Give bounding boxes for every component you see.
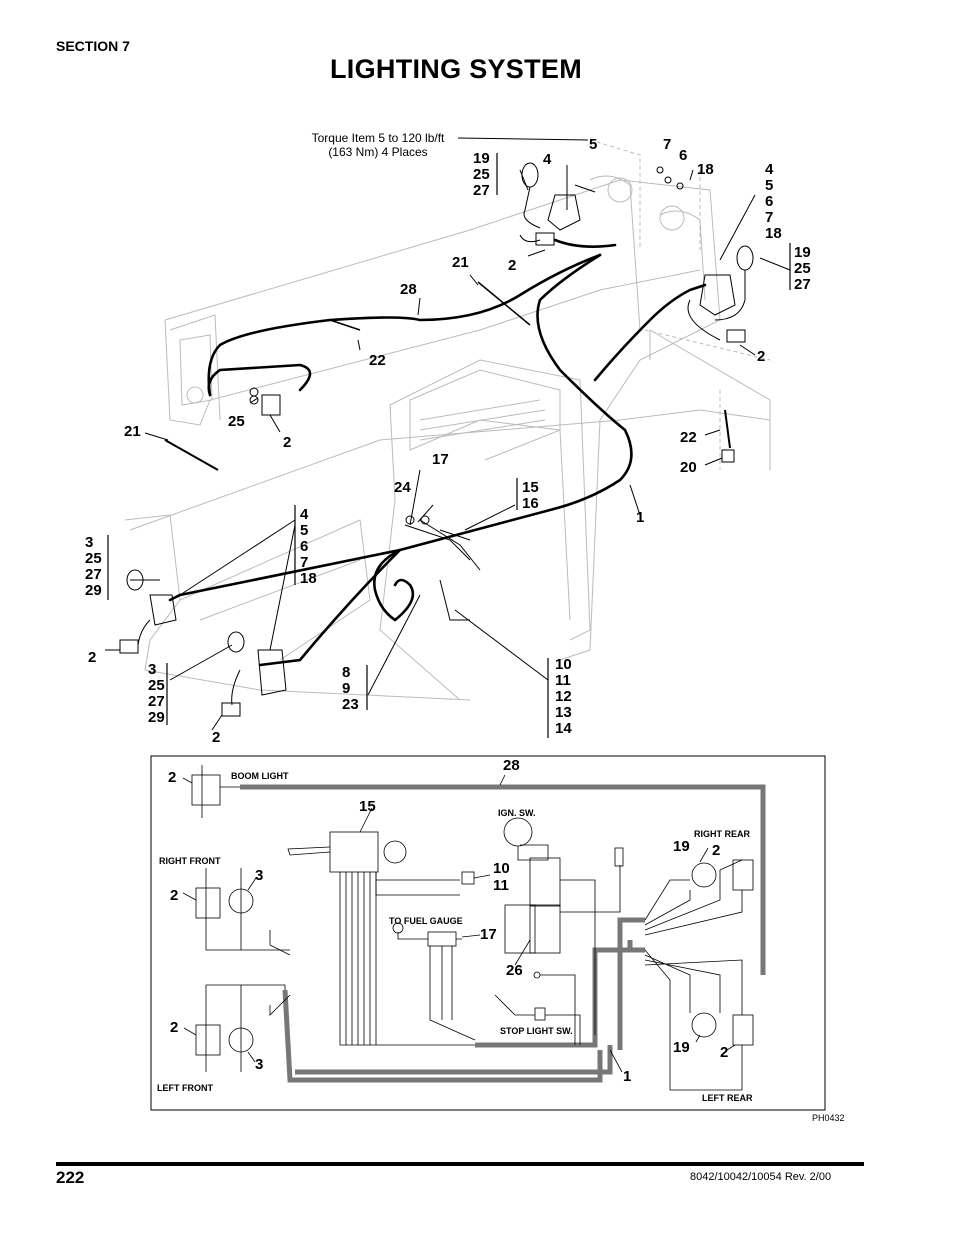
wiring-callout-1: 1	[623, 1068, 632, 1085]
callout-28: 28	[400, 281, 417, 298]
wiring-callout-19-rr: 19	[673, 838, 690, 855]
wiring-callout-28: 28	[503, 757, 520, 774]
callout-stack-right-19: 19 25 27	[794, 244, 811, 293]
callout-25: 25	[228, 413, 245, 430]
callout-4: 4	[543, 151, 552, 168]
callout-2-boom: 2	[283, 434, 292, 451]
callout-5: 5	[589, 136, 598, 153]
label-right-front: RIGHT FRONT	[159, 856, 221, 866]
section-label: SECTION 7	[56, 38, 130, 54]
callout-17: 17	[432, 451, 449, 468]
label-ign-sw: IGN. SW.	[498, 808, 536, 818]
photo-id: PH0432	[812, 1113, 845, 1123]
label-right-rear: RIGHT REAR	[694, 829, 750, 839]
label-boom-light: BOOM LIGHT	[231, 771, 289, 781]
wiring-callout-2-rr: 2	[712, 842, 721, 859]
torque-note: Torque Item 5 to 120 lb/ft (163 Nm) 4 Pl…	[298, 131, 458, 159]
label-to-fuel-gauge: TO FUEL GAUGE	[389, 916, 463, 926]
wiring-callout-2-lr: 2	[720, 1044, 729, 1061]
wiring-callout-2-rf: 2	[170, 887, 179, 904]
wiring-callout-11: 11	[493, 877, 509, 894]
callout-21-top: 21	[452, 254, 469, 271]
callout-stack-8-9-23: 8 9 23	[342, 664, 359, 713]
wiring-callout-17: 17	[480, 926, 497, 943]
wiring-callout-2-boom: 2	[168, 769, 177, 786]
label-left-front: LEFT FRONT	[157, 1083, 213, 1093]
page-title: LIGHTING SYSTEM	[330, 54, 583, 84]
footer-rule	[56, 1162, 864, 1166]
callout-20: 20	[680, 459, 697, 476]
callout-stack-10-14: 10 11 12 13 14	[555, 656, 572, 737]
callout-2-right: 2	[757, 348, 766, 365]
page-number: 222	[56, 1168, 85, 1187]
wiring-callout-26: 26	[506, 962, 523, 979]
callout-6: 6	[679, 147, 688, 164]
callout-24: 24	[394, 479, 411, 496]
callout-1: 1	[636, 509, 645, 526]
label-stop-light-sw: STOP LIGHT SW.	[500, 1026, 573, 1036]
callout-18: 18	[697, 161, 714, 178]
wiring-callout-3-lf: 3	[255, 1056, 264, 1073]
wiring-callout-2-lf: 2	[170, 1019, 179, 1036]
callout-22-right: 22	[680, 429, 697, 446]
callout-2-left-bottom: 2	[212, 729, 221, 746]
torque-note-line1: Torque Item 5 to 120 lb/ft	[311, 131, 445, 145]
callout-22-top: 22	[369, 352, 386, 369]
callout-stack-left-3a: 3 25 27 29	[85, 534, 102, 599]
callout-stack-19-25-27-top: 19 25 27	[473, 150, 490, 199]
callout-2-left-front: 2	[88, 649, 97, 666]
label-left-rear: LEFT REAR	[702, 1093, 753, 1103]
callout-21-left: 21	[124, 423, 141, 440]
callout-2-top: 2	[508, 257, 517, 274]
revision-note: 8042/10042/10054 Rev. 2/00	[690, 1171, 832, 1183]
callout-stack-mid-4: 4 5 6 7 18	[300, 506, 317, 587]
wiring-callout-3-rf: 3	[255, 867, 264, 884]
torque-note-line2: (163 Nm) 4 Places	[328, 145, 428, 159]
callout-stack-right-4: 4 5 6 7 18	[765, 161, 782, 242]
callout-stack-15-16: 15 16	[522, 479, 539, 512]
wiring-callout-19-lr: 19	[673, 1039, 690, 1056]
wiring-callout-15: 15	[359, 798, 376, 815]
callout-stack-left-3b: 3 25 27 29	[148, 661, 165, 726]
wiring-callout-10: 10	[493, 860, 510, 877]
callout-7: 7	[663, 136, 672, 153]
